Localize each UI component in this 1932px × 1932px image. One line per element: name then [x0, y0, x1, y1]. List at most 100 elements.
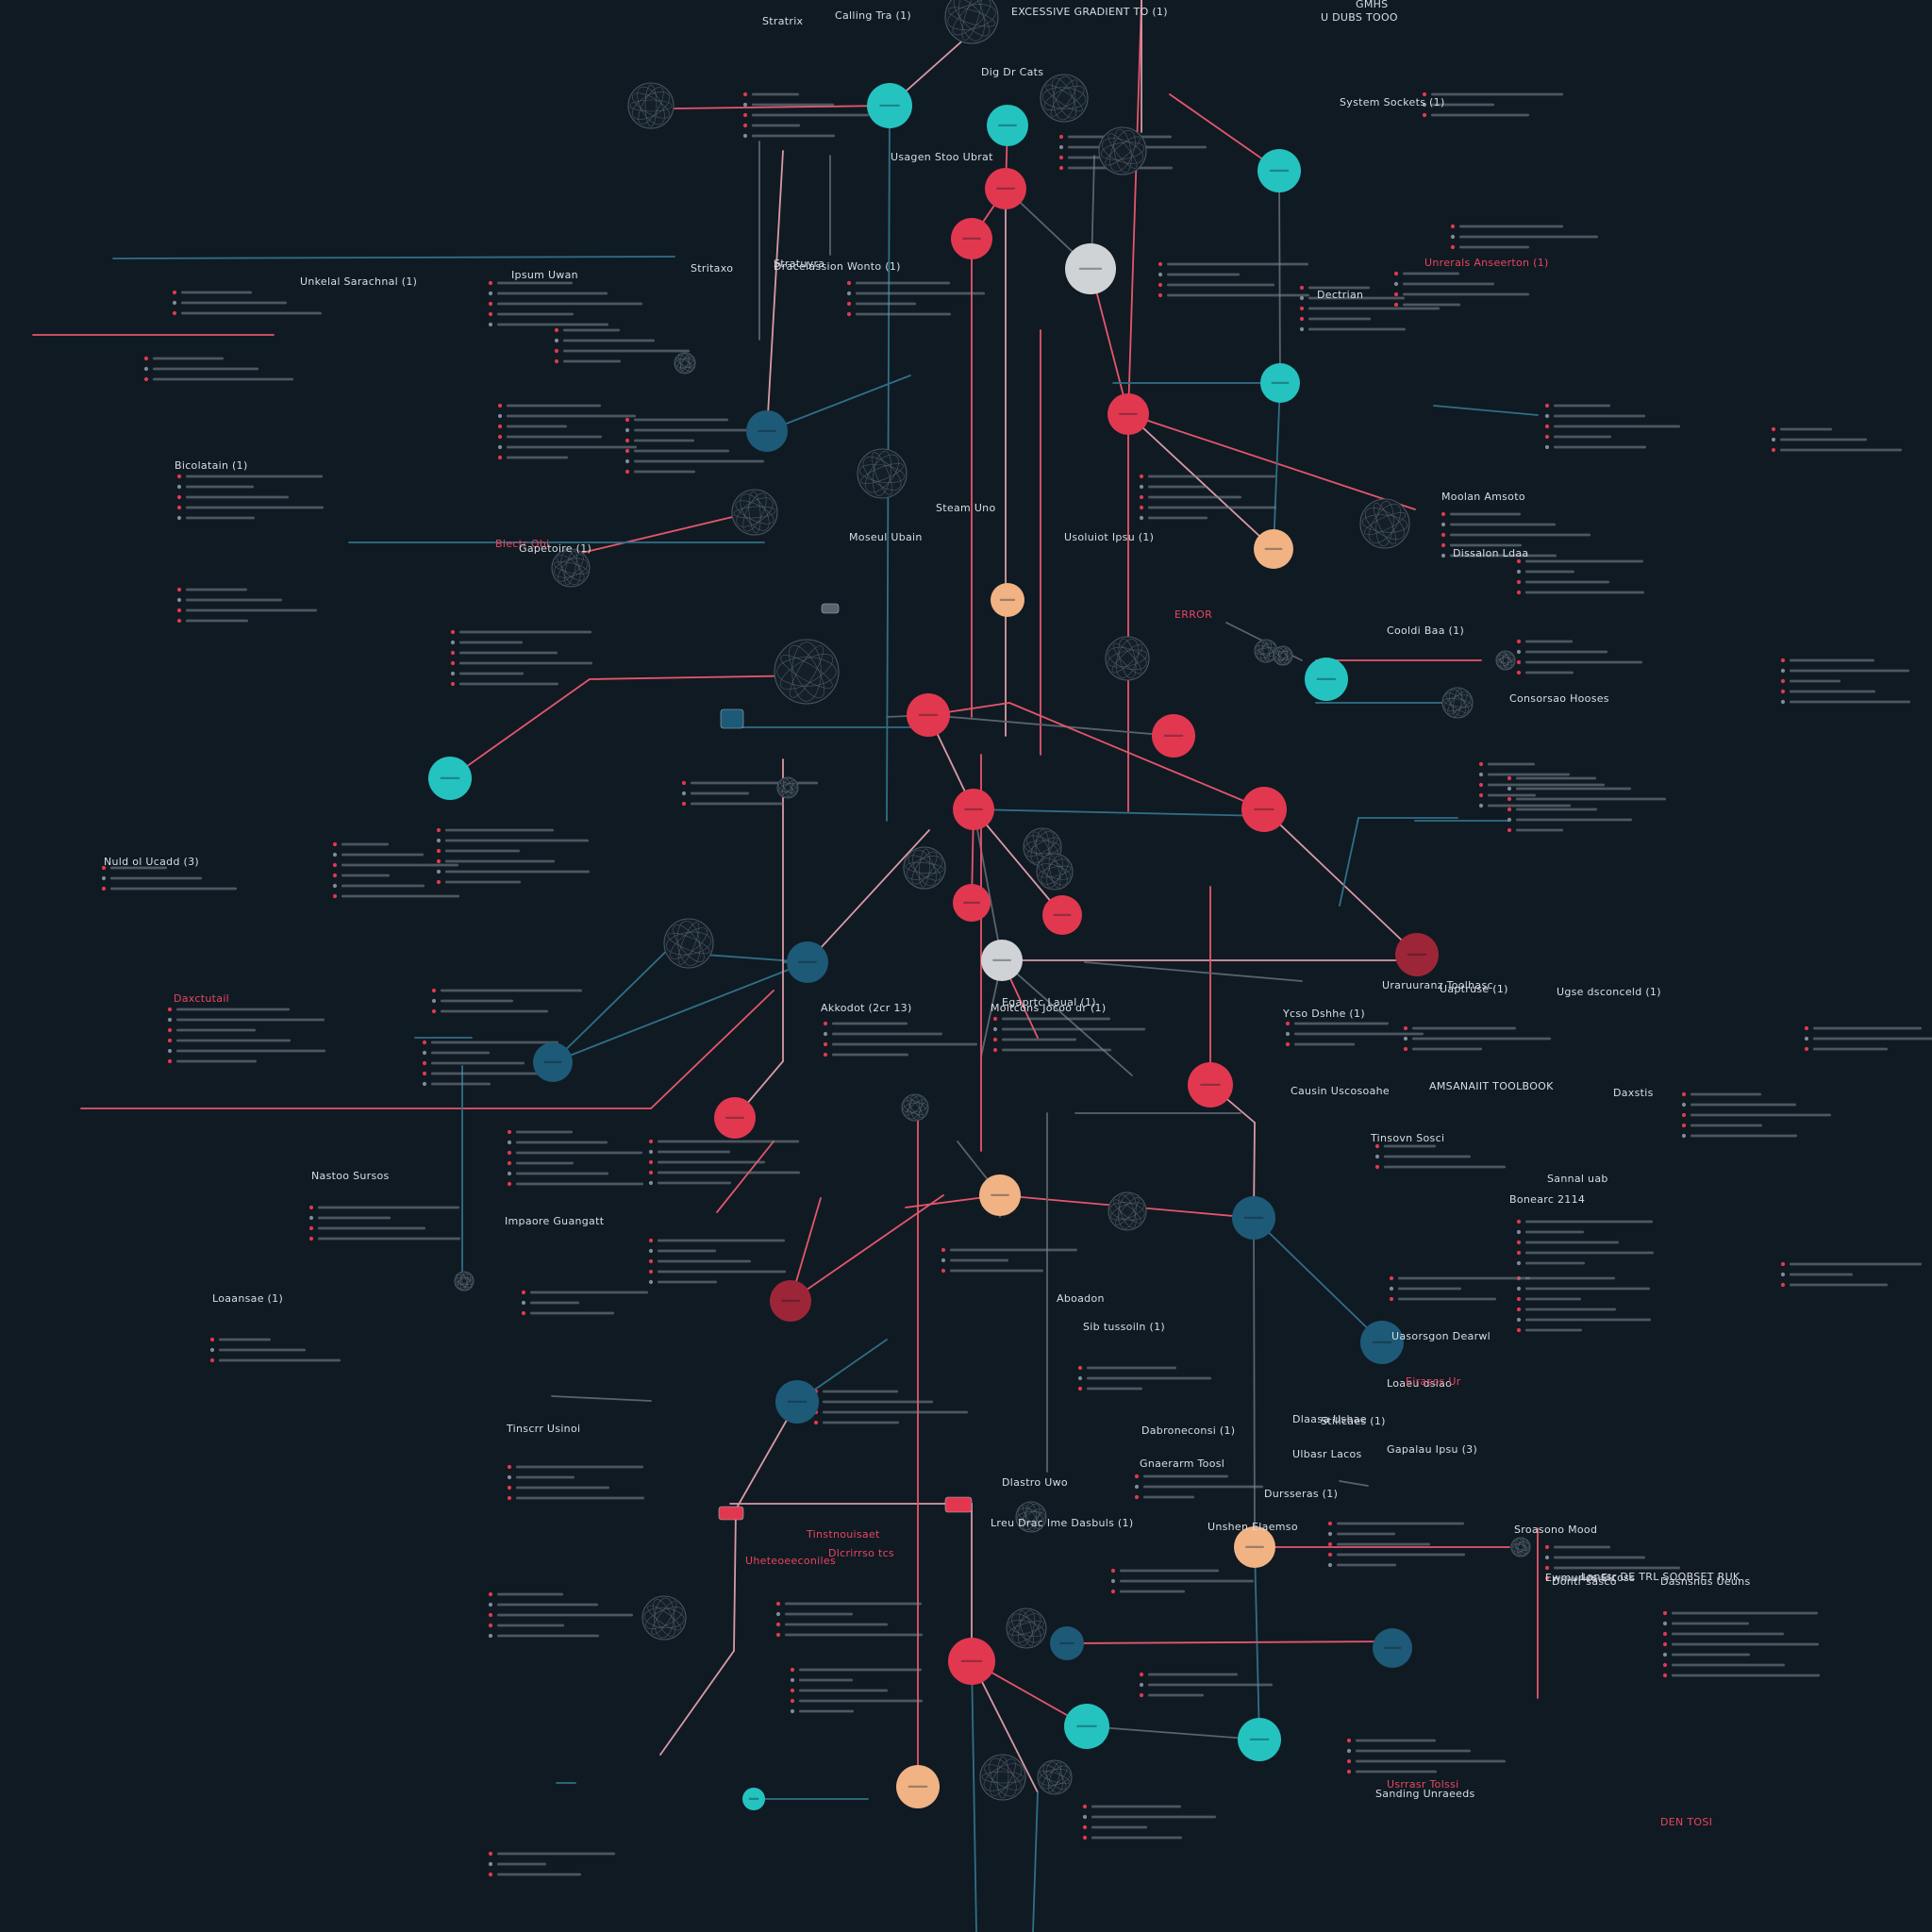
bullet-dot: [1516, 659, 1522, 665]
text-line-bar: [1459, 245, 1529, 249]
text-line-bar: [1525, 660, 1642, 664]
text-line-bar: [1002, 1017, 1110, 1021]
diagram-label: U DUBS TOOO: [1321, 11, 1398, 24]
text-line-bar: [1337, 1522, 1464, 1525]
diagram-label: Uaptruse (1): [1440, 983, 1508, 995]
text-line-bar: [445, 859, 555, 863]
bullet-dot: [1139, 494, 1144, 500]
text-line-bar: [181, 301, 287, 305]
bullet-dot: [450, 650, 456, 656]
bullet-dot: [1662, 1662, 1668, 1668]
diagram-label: Eirasos Ur: [1406, 1375, 1461, 1388]
text-line-bar: [785, 1633, 923, 1637]
mesh-ball-icon: [776, 776, 799, 799]
bullet-dot: [1441, 553, 1446, 558]
text-line-bar: [634, 439, 694, 442]
diagram-label: Causin Uscosoahe: [1291, 1085, 1390, 1097]
text-line-bar: [1516, 797, 1666, 801]
text-line-bar: [658, 1140, 799, 1143]
text-line-bar: [799, 1689, 888, 1692]
bullet-dot: [172, 300, 177, 306]
text-line-bar: [341, 842, 389, 846]
text-line-bar: [785, 1612, 853, 1616]
bullet-dot: [176, 505, 182, 510]
diagram-node: [746, 410, 788, 452]
text-line-bar: [1148, 485, 1207, 489]
bullet-dot: [823, 1041, 828, 1047]
text-line-bar: [219, 1358, 341, 1362]
text-line-bar: [1403, 303, 1460, 307]
bullet-dot: [209, 1337, 215, 1342]
mesh-ball-icon: [944, 0, 999, 44]
text-line-bar: [318, 1206, 459, 1209]
text-line-bar: [459, 651, 558, 655]
bullet-dot: [1780, 689, 1786, 694]
connector-line: [1127, 413, 1416, 510]
text-line-bar: [497, 1634, 599, 1638]
bullet-dot: [1662, 1621, 1668, 1626]
bullet-dot: [1780, 668, 1786, 674]
bullet-dot: [497, 403, 503, 408]
diagram-node: [991, 583, 1024, 617]
diagram-node: [987, 105, 1028, 146]
text-line-bar: [1143, 1474, 1228, 1478]
bullet-dot: [521, 1290, 526, 1295]
connector-line: [1127, 0, 1142, 415]
text-line-bar: [691, 802, 784, 806]
connector-line: [790, 1194, 944, 1302]
text-line-bar: [658, 1160, 765, 1164]
text-line-bar: [563, 328, 620, 332]
text-line-bar: [1488, 773, 1570, 776]
text-line-bar: [785, 1602, 922, 1606]
connector-line: [733, 1508, 737, 1652]
bullet-dot: [1780, 658, 1786, 663]
bullet-dot: [1516, 1317, 1522, 1323]
diagram-node: [907, 693, 950, 737]
bullet-dot: [1393, 291, 1399, 297]
bullet-dot: [1299, 316, 1305, 322]
bullet-dot: [436, 869, 441, 874]
bullet-dot: [176, 474, 182, 479]
bullet-dot: [1516, 1296, 1522, 1302]
text-line-bar: [752, 134, 835, 138]
bullet-dot: [1544, 444, 1550, 450]
bullet-dot: [1389, 1275, 1394, 1281]
diagram-node: [1152, 714, 1195, 758]
text-line-bar: [752, 124, 800, 127]
text-line-bar: [1120, 1579, 1254, 1583]
diagram-label: Sib tussoiln (1): [1083, 1321, 1165, 1333]
diagram-label: Stritaxo: [691, 262, 733, 275]
connector-line: [1169, 93, 1280, 172]
bullet-dot: [554, 338, 559, 343]
bullet-dot: [167, 1027, 173, 1033]
diagram-label: Tinsovn Sosci: [1370, 1132, 1444, 1144]
text-line-bar: [1308, 317, 1371, 321]
bullet-dot: [742, 102, 748, 108]
text-line-bar: [1091, 1805, 1181, 1808]
bullet-dot: [1374, 1154, 1380, 1159]
diagram-label: Uraruuranz Toolhasc: [1382, 979, 1493, 991]
bullet-dot: [1450, 244, 1456, 250]
bullet-dot: [1158, 282, 1163, 288]
bullet-dot: [1516, 1286, 1522, 1291]
diagram-label: Tinscrr Usinoi: [506, 1423, 580, 1435]
bullet-dot: [436, 848, 441, 854]
diagram-node: [867, 83, 912, 128]
connector-line: [1254, 1546, 1260, 1740]
text-line-bar: [507, 445, 637, 449]
text-line-bar: [530, 1311, 614, 1315]
text-line-bar: [563, 359, 621, 363]
bullet-dot: [176, 587, 182, 592]
bullet-dot: [1327, 1562, 1333, 1568]
text-line-bar: [186, 475, 323, 478]
text-line-bar: [1398, 1276, 1530, 1280]
text-line-bar: [1337, 1542, 1430, 1546]
connector-line: [716, 1141, 774, 1213]
bullet-dot: [1422, 102, 1427, 108]
text-line-bar: [1294, 1022, 1389, 1025]
bullet-dot: [1393, 302, 1399, 308]
bullet-dot: [1681, 1091, 1687, 1097]
bullet-dot: [436, 838, 441, 843]
bullet-dot: [1134, 1494, 1140, 1500]
text-line-bar: [1780, 438, 1867, 441]
